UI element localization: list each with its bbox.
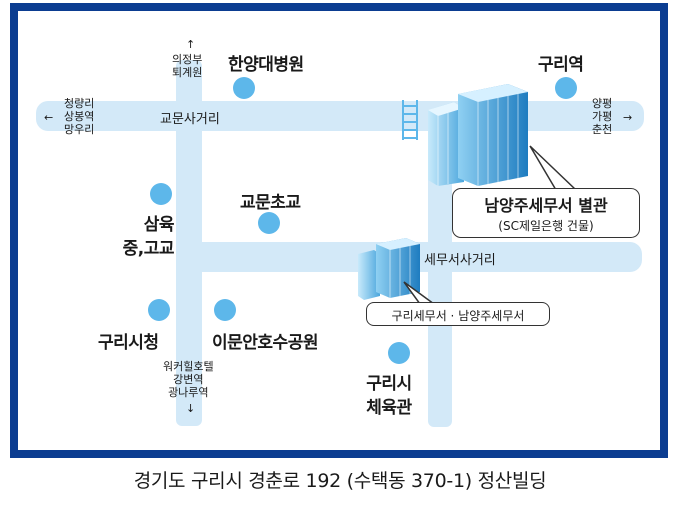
direction-west-label: 청량리 상봉역 망우리 — [64, 97, 95, 136]
dot-guri-station — [555, 77, 577, 99]
label-guri-city-hall: 구리시청 — [98, 333, 159, 353]
dot-hanyang — [233, 77, 255, 99]
direction-north-arrow: ↑ — [186, 38, 196, 51]
label-samyuk: 삼육 중,고교 — [122, 215, 175, 259]
building-main-office-icon — [358, 238, 420, 300]
dot-guri-gym — [388, 342, 410, 364]
callout-pointer-annex — [529, 145, 578, 192]
label-guri-gym: 구리시 체육관 — [366, 374, 412, 418]
ladder-icon — [402, 100, 418, 140]
label-gyomun-school: 교문초교 — [240, 193, 301, 213]
dot-guri-city-hall — [148, 299, 170, 321]
building-annex-icon — [428, 84, 528, 186]
road-top-horizontal — [36, 101, 644, 131]
label-hanyang: 한양대병원 — [228, 55, 304, 75]
callout-annex: 남양주세무서 별관 (SC제일은행 건물) — [452, 188, 640, 238]
dot-samyuk — [150, 183, 172, 205]
dot-gyomun-school — [258, 212, 280, 234]
label-imun-park: 이문안호수공원 — [212, 333, 318, 353]
road-label-semuseo: 세무서사거리 — [424, 253, 496, 268]
direction-east-label: 양평 가평 춘천 — [592, 97, 613, 136]
annex-subtitle: (SC제일은행 건물) — [498, 219, 594, 233]
direction-west-arrow: ← — [44, 111, 54, 124]
footer-address: 경기도 구리시 경춘로 192 (수택동 370-1) 정산빌딩 — [133, 470, 547, 492]
label-guri-station: 구리역 — [538, 55, 584, 75]
direction-east-arrow: → — [623, 111, 633, 124]
road-label-gyomun: 교문사거리 — [160, 112, 220, 127]
direction-south-label: 워커힐호텔 강변역 광나루역 — [163, 360, 214, 399]
dot-imun-park — [214, 299, 236, 321]
annex-title: 남양주세무서 별관 — [484, 196, 608, 215]
direction-south-arrow: ↓ — [186, 402, 196, 415]
direction-north-label: 의정부 퇴계원 — [172, 53, 203, 79]
main-office-title: 구리세무서 · 남양주세무서 — [391, 309, 525, 323]
callout-main-office: 구리세무서 · 남양주세무서 — [366, 302, 550, 326]
